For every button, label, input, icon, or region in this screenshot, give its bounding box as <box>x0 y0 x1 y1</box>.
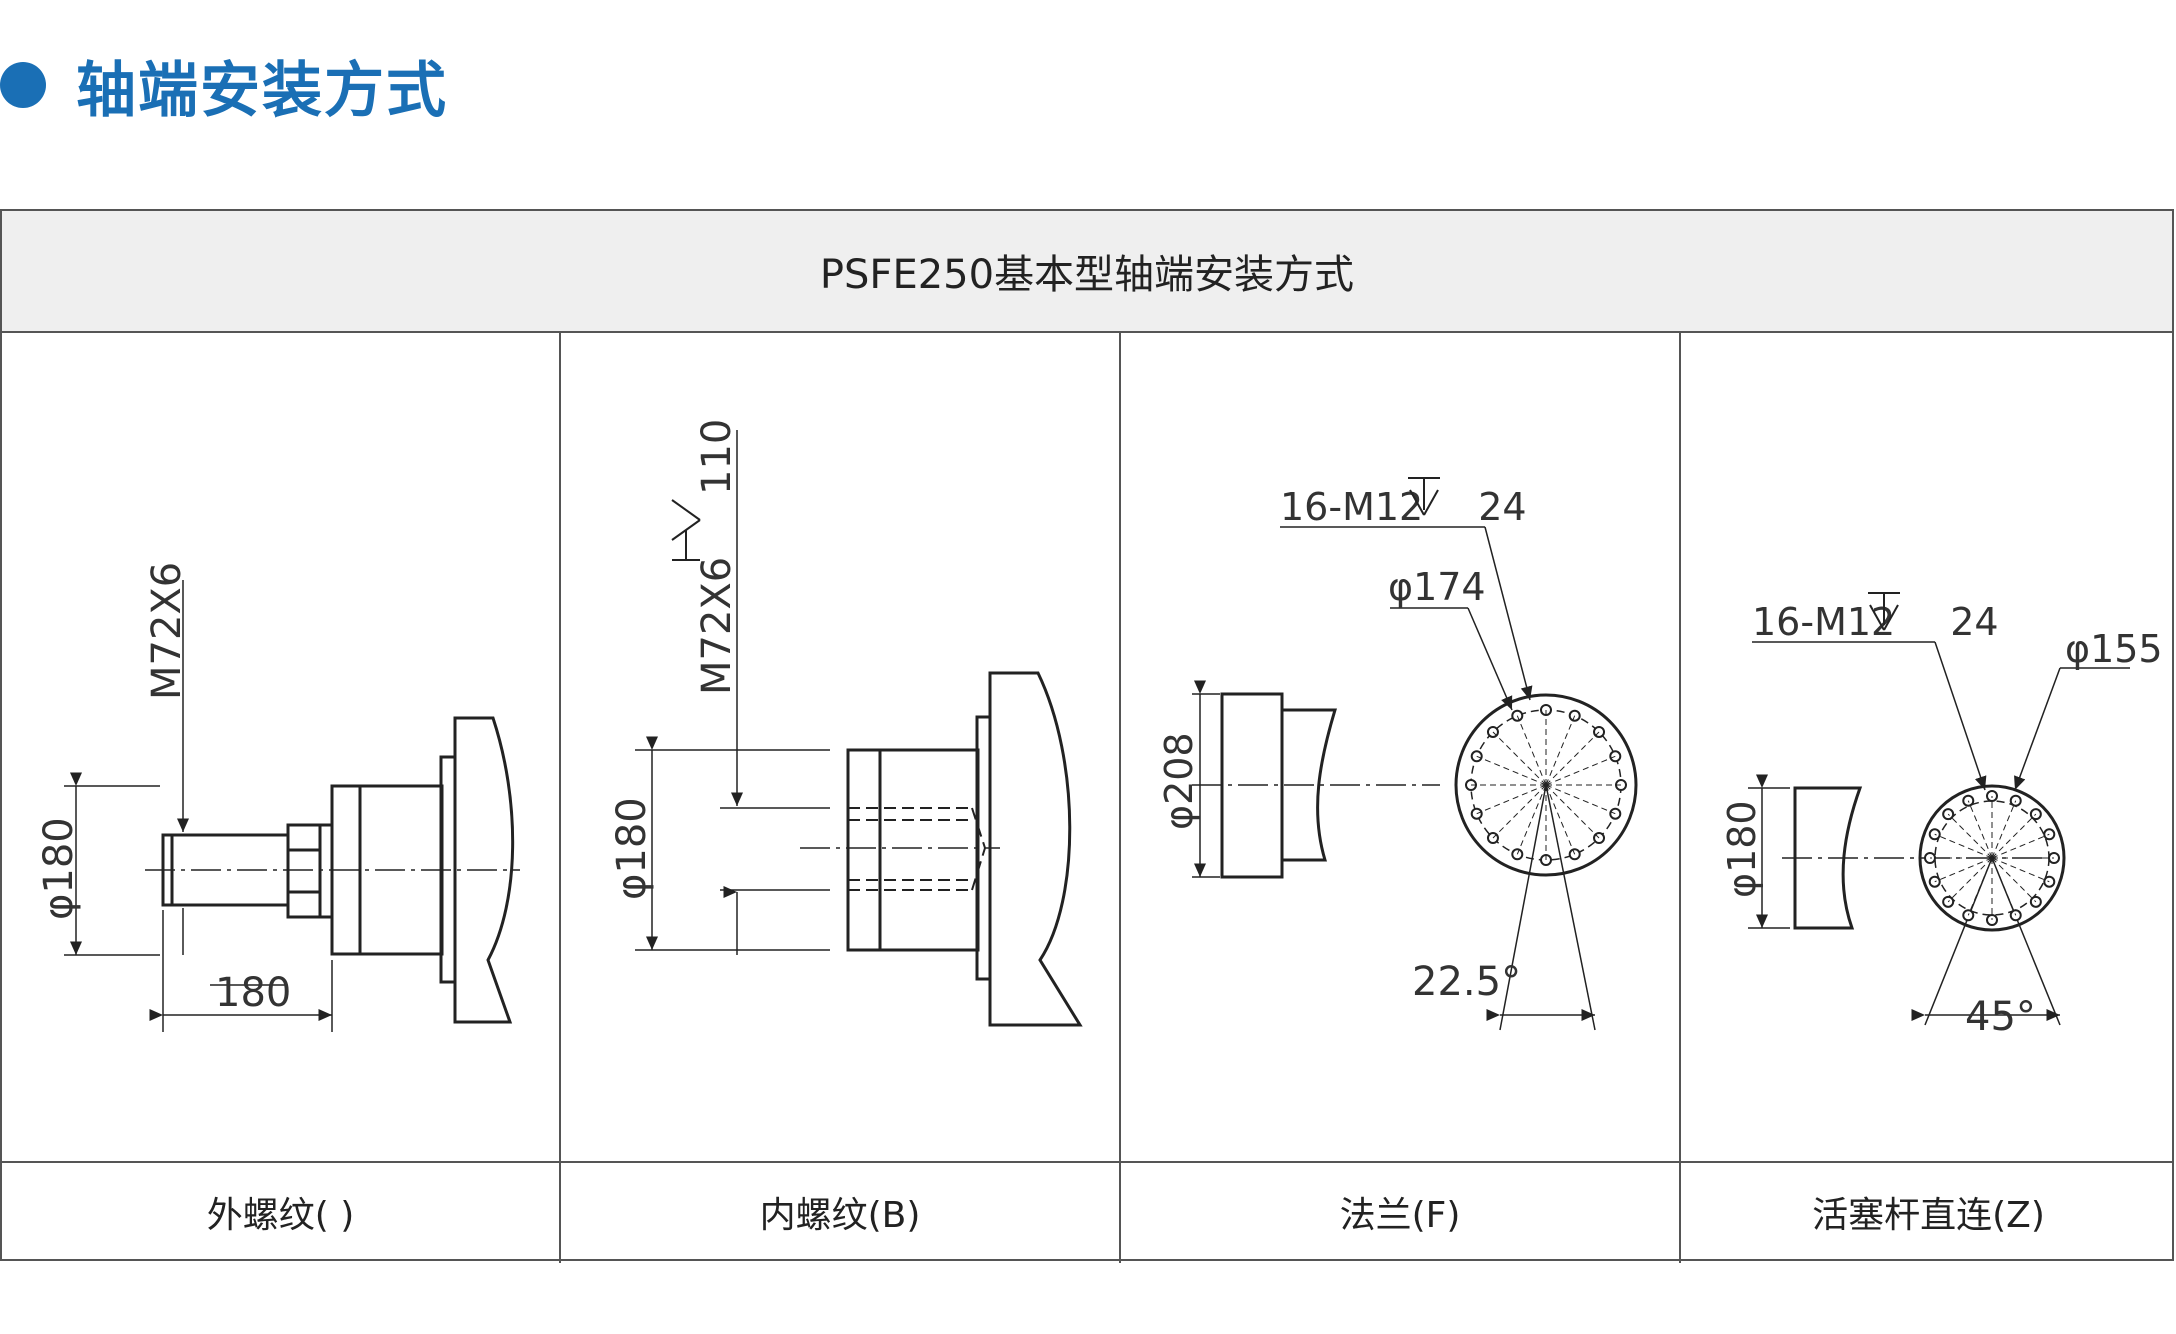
rod-bolt-holes <box>1924 790 2060 926</box>
center-ray <box>1991 857 2050 883</box>
center-ray <box>1991 857 2037 903</box>
dim-rod-angle: 45° <box>1965 994 2036 1040</box>
dim-int-thread: M72X6 <box>694 557 740 695</box>
center-ray <box>1967 800 1993 859</box>
section-title: 轴端安装方式 <box>76 55 448 126</box>
center-ray <box>1492 784 1547 839</box>
center-ray <box>1545 784 1600 839</box>
dim-int-depth: 110 <box>694 419 740 495</box>
center-ray <box>1934 833 1993 859</box>
dim-rod-dia: φ180 <box>1720 800 1764 898</box>
center-ray <box>1947 857 1993 903</box>
center-ray <box>1476 755 1547 786</box>
table-title: PSFE250基本型轴端安装方式 <box>2 211 2172 333</box>
dim-int-dia: φ180 <box>609 797 655 900</box>
center-ray <box>1934 857 1993 883</box>
drawing-internal-thread <box>635 430 1083 1027</box>
center-ray <box>1545 784 1576 855</box>
dim-ext-dia: φ180 <box>36 817 82 920</box>
dim-flange-pcd: φ174 <box>1388 565 1486 609</box>
center-ray <box>1967 857 1993 916</box>
caption-external-thread: 外螺纹( ) <box>206 1195 355 1236</box>
dim-flange-dia: φ208 <box>1157 732 1201 830</box>
depth-symbol-icon <box>1408 477 1440 516</box>
center-ray <box>1492 731 1547 786</box>
depth-symbol-icon <box>1868 592 1900 631</box>
dim-flange-angle: 22.5° <box>1412 959 1521 1005</box>
center-ray <box>1991 857 2017 916</box>
drawing-rod-direct <box>1748 641 2130 1026</box>
center-ray <box>1545 755 1616 786</box>
drawing-external-thread <box>64 580 520 1032</box>
dim-rod-pcd: φ155 <box>2065 627 2163 671</box>
center-ray <box>1545 784 1616 815</box>
center-ray <box>1991 813 2037 859</box>
flange-bolt-holes <box>1465 704 1627 866</box>
center-ray <box>1516 784 1547 855</box>
center-ray <box>1991 833 2050 859</box>
depth-symbol-icon <box>671 499 701 561</box>
mount-table: PSFE250基本型轴端安装方式 外螺纹( ) 内螺纹(B) 法兰(F) 活塞杆… <box>0 209 2174 1263</box>
center-ray <box>1545 715 1576 786</box>
center-ray <box>1545 731 1600 786</box>
caption-rod-direct: 活塞杆直连(Z) <box>1812 1195 2045 1236</box>
center-ray <box>1516 715 1547 786</box>
center-ray <box>1947 813 1993 859</box>
section-header: 轴端安装方式 <box>0 40 448 130</box>
dim-ext-len: 180 <box>215 970 291 1016</box>
caption-internal-thread: 内螺纹(B) <box>759 1195 921 1236</box>
caption-flange: 法兰(F) <box>1339 1195 1461 1236</box>
center-ray <box>1991 800 2017 859</box>
center-ray <box>1476 784 1547 815</box>
drawing-flange <box>1192 526 1638 1031</box>
dim-ext-thread: M72X6 <box>144 562 190 700</box>
bullet-dot-icon <box>0 62 46 108</box>
